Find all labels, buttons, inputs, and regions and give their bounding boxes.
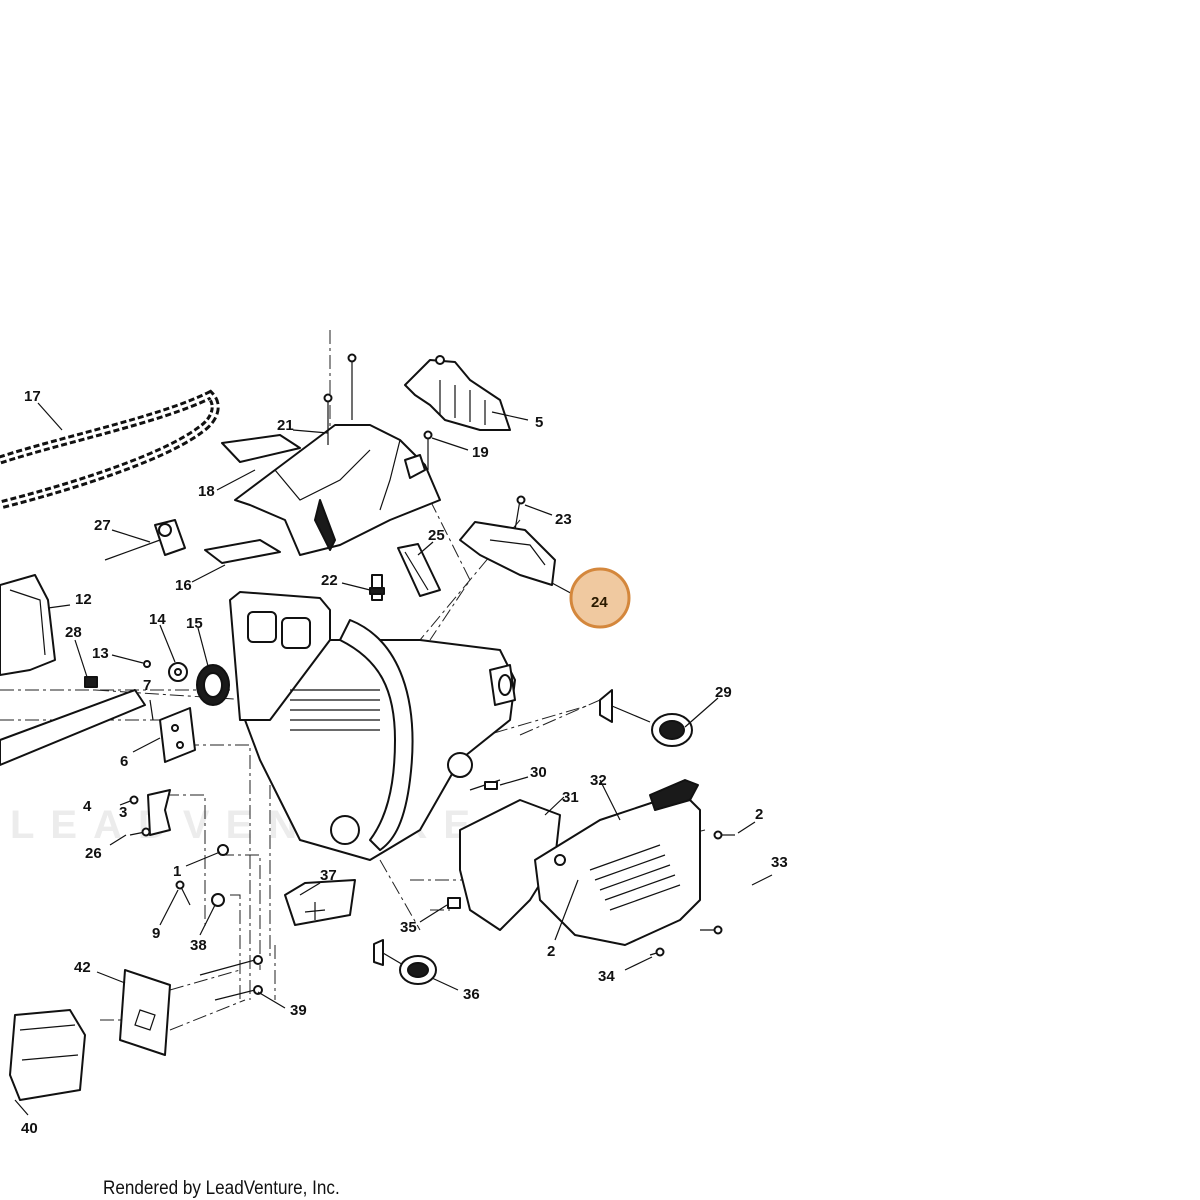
callout-26[interactable]: 26 — [85, 845, 102, 862]
callout-labels: 17 21 19 5 18 27 16 23 25 22 24 12 28 14… — [21, 388, 788, 1137]
callout-5[interactable]: 5 — [535, 414, 543, 431]
chain-adjuster-plate — [159, 707, 196, 763]
callout-14[interactable]: 14 — [149, 611, 166, 628]
starter-screws — [649, 830, 735, 957]
pin-7 — [149, 699, 154, 721]
small-hardware-left — [119, 789, 229, 907]
fuel-cap-29 — [599, 689, 693, 747]
callout-24[interactable]: 24 — [591, 594, 608, 611]
callout-13[interactable]: 13 — [92, 645, 109, 662]
callout-9[interactable]: 9 — [152, 925, 160, 942]
callout-36[interactable]: 36 — [463, 986, 480, 1003]
callout-2-bottom[interactable]: 2 — [547, 943, 555, 960]
cylinder-cover-24 — [459, 521, 556, 586]
assembly-lines — [0, 330, 706, 1031]
callout-31[interactable]: 31 — [562, 789, 579, 806]
callout-30[interactable]: 30 — [530, 764, 547, 781]
callout-1[interactable]: 1 — [173, 863, 181, 880]
nut-28 — [74, 639, 98, 688]
callout-38[interactable]: 38 — [190, 937, 207, 954]
callout-23[interactable]: 23 — [555, 511, 572, 528]
air-filter — [397, 543, 441, 597]
top-cover — [234, 424, 441, 556]
air-filter-gasket-upper — [221, 434, 301, 463]
clutch-cover — [0, 574, 56, 676]
callout-4[interactable]: 4 — [83, 798, 92, 815]
callout-6[interactable]: 6 — [120, 753, 128, 770]
callout-17[interactable]: 17 — [24, 388, 41, 405]
callout-19[interactable]: 19 — [472, 444, 489, 461]
callout-28[interactable]: 28 — [65, 624, 82, 641]
callout-12[interactable]: 12 — [75, 591, 92, 608]
cover-screws — [323, 353, 433, 470]
muffler-40 — [9, 1009, 86, 1101]
callout-22[interactable]: 22 — [321, 572, 338, 589]
bracket-37 — [284, 879, 356, 926]
callout-27[interactable]: 27 — [94, 517, 111, 534]
part-35 — [447, 897, 461, 909]
muffler-gasket-42 — [119, 969, 171, 1056]
callout-33[interactable]: 33 — [771, 854, 788, 871]
callout-35[interactable]: 35 — [400, 919, 417, 936]
oil-cap-36 — [373, 939, 437, 985]
callout-29[interactable]: 29 — [715, 684, 732, 701]
callout-18[interactable]: 18 — [198, 483, 215, 500]
engine-body — [229, 591, 516, 861]
rear-handle-guard — [404, 355, 511, 431]
starter-cover-32 — [534, 779, 701, 946]
callout-34[interactable]: 34 — [598, 968, 615, 985]
screw-23 — [514, 495, 526, 531]
callout-42[interactable]: 42 — [74, 959, 91, 976]
callout-37[interactable]: 37 — [320, 867, 337, 884]
callout-7[interactable]: 7 — [143, 677, 151, 694]
callout-2-right[interactable]: 2 — [755, 806, 763, 823]
callout-32[interactable]: 32 — [590, 772, 607, 789]
guide-bar — [0, 689, 146, 766]
rendered-by-footer: Rendered by LeadVenture, Inc. — [103, 1178, 340, 1199]
air-filter-gasket-lower — [204, 539, 281, 564]
spark-plug — [369, 574, 385, 601]
callout-25[interactable]: 25 — [428, 527, 445, 544]
muffler-bolts-39 — [199, 955, 263, 1001]
callout-15[interactable]: 15 — [186, 615, 203, 632]
e-clip-13 — [143, 660, 151, 668]
sprocket-15 — [196, 664, 230, 706]
callout-39[interactable]: 39 — [290, 1002, 307, 1019]
callout-40[interactable]: 40 — [21, 1120, 38, 1137]
callout-16[interactable]: 16 — [175, 577, 192, 594]
scrench-tool — [104, 519, 186, 561]
washer-14 — [168, 662, 188, 682]
callout-21[interactable]: 21 — [277, 417, 294, 434]
starter-housing-31 — [459, 799, 561, 931]
highlight-circle — [569, 567, 631, 629]
callout-3[interactable]: 3 — [119, 804, 127, 821]
fuel-line-30 — [469, 779, 501, 791]
saw-chain — [0, 389, 220, 510]
leader-lines — [14, 402, 773, 1116]
